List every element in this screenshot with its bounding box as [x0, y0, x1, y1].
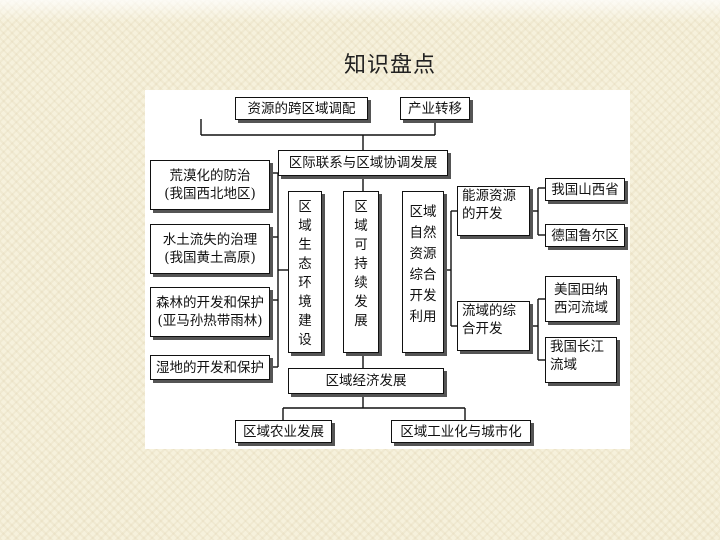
- column-char: 可: [354, 237, 368, 253]
- column-ecological-construction: 区 域 生 态 环 境 建 设: [288, 191, 322, 353]
- column-char: 域: [354, 218, 368, 234]
- concept-map-panel: 资源的跨区域调配 产业转移 区际联系与区域协调发展 荒漠化的防治 (我国西北地区…: [145, 90, 630, 449]
- yangtze-box: 我国长江 流域: [545, 337, 617, 383]
- energy-line1: 能源资源: [462, 188, 516, 204]
- industry-transfer-box: 产业转移: [400, 97, 470, 120]
- ruhr-box: 德国鲁尔区: [545, 224, 625, 247]
- shanxi-box: 我国山西省: [545, 178, 625, 201]
- economic-development-box: 区域经济发展: [288, 368, 444, 394]
- left-item-line1: 森林的开发和保护: [156, 295, 264, 311]
- far-right-line1: 美国田纳: [554, 282, 608, 298]
- column-char: 境: [298, 294, 312, 310]
- agriculture-box: 区域农业发展: [235, 420, 332, 443]
- industry-transfer-label: 产业转移: [408, 100, 462, 117]
- column-char: 域: [298, 218, 312, 234]
- far-right-line1: 德国鲁尔区: [551, 227, 619, 244]
- column-char: 发: [354, 294, 368, 310]
- energy-development-box: 能源资源 的开发: [457, 186, 530, 236]
- economic-development-label: 区域经济发展: [325, 373, 407, 389]
- energy-line2: 的开发: [462, 206, 503, 222]
- tennessee-box: 美国田纳 西河流域: [545, 276, 617, 322]
- left-item-line1: 荒漠化的防治: [169, 168, 251, 184]
- column-line: 开发: [409, 288, 437, 304]
- left-item-line2: (亚马孙热带雨林): [157, 313, 263, 329]
- industrialization-box: 区域工业化与城市化: [391, 420, 531, 443]
- industrialization-label: 区域工业化与城市化: [400, 423, 522, 440]
- far-right-line1: 我国山西省: [551, 181, 619, 198]
- left-item-forest: 森林的开发和保护 (亚马孙热带雨林): [150, 287, 270, 337]
- top-highlight-band: [0, 0, 720, 22]
- column-char: 生: [298, 237, 312, 253]
- basin-line2: 合开发: [462, 321, 503, 337]
- basin-development-box: 流域的综 合开发: [457, 301, 530, 351]
- column-char: 区: [298, 199, 312, 215]
- column-char: 持: [354, 256, 368, 272]
- left-item-line2: (我国黄土高原): [164, 250, 256, 266]
- column-char: 区: [354, 199, 368, 215]
- column-char: 续: [354, 275, 368, 291]
- left-item-wetland: 湿地的开发和保护: [150, 355, 270, 380]
- column-char: 展: [354, 313, 368, 329]
- resource-transfer-label: 资源的跨区域调配: [247, 100, 356, 117]
- resource-transfer-box: 资源的跨区域调配: [235, 97, 368, 120]
- left-item-line2: (我国西北地区): [164, 186, 256, 202]
- left-item-desertification: 荒漠化的防治 (我国西北地区): [150, 160, 270, 210]
- column-char: 设: [298, 332, 312, 348]
- coordination-box: 区际联系与区域协调发展: [278, 150, 448, 176]
- left-item-line1: 水土流失的治理: [162, 232, 258, 248]
- far-right-line2: 流域: [550, 357, 577, 373]
- column-char: 环: [298, 275, 312, 291]
- column-char: 建: [298, 313, 312, 329]
- column-char: 态: [298, 256, 312, 272]
- column-line: 自然: [409, 225, 437, 241]
- agriculture-label: 区域农业发展: [243, 423, 324, 440]
- column-resource-utilization: 区域 自然 资源 综合 开发 利用: [402, 191, 444, 353]
- column-line: 资源: [409, 246, 437, 262]
- column-line: 利用: [409, 309, 437, 325]
- left-item-soil-erosion: 水土流失的治理 (我国黄土高原): [150, 224, 270, 274]
- far-right-line1: 我国长江: [550, 339, 604, 355]
- column-sustainable-development: 区 域 可 持 续 发 展: [343, 191, 379, 353]
- connector-lines: [200, 119, 545, 420]
- slide-title: 知识盘点: [343, 53, 436, 78]
- basin-line1: 流域的综: [462, 303, 516, 319]
- coordination-label: 区际联系与区域协调发展: [288, 155, 438, 171]
- left-item-line1: 湿地的开发和保护: [156, 359, 264, 376]
- column-line: 区域: [409, 204, 437, 220]
- far-right-line2: 西河流域: [554, 300, 608, 316]
- column-line: 综合: [409, 267, 437, 283]
